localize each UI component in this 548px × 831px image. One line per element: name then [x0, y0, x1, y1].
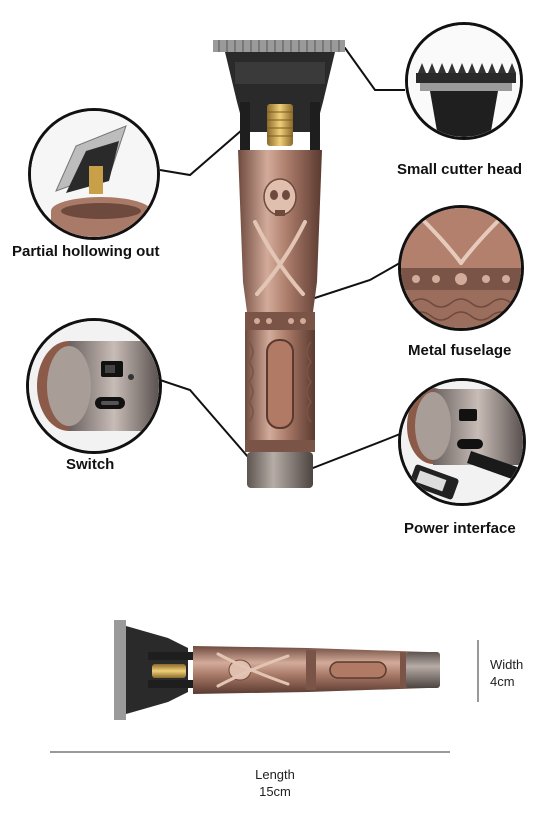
detail-circle-cutter-head — [405, 22, 523, 140]
upper-body — [238, 150, 322, 312]
detail-circle-hollowing — [28, 108, 160, 240]
length-label: Length — [255, 767, 295, 782]
label-fuselage: Metal fuselage — [408, 342, 512, 359]
width-label: Width — [490, 657, 524, 672]
blade-teeth — [213, 40, 345, 52]
end-cap — [247, 452, 313, 488]
detail-circle-switch — [26, 318, 162, 454]
length-value: 15cm — [259, 784, 291, 799]
detail-circle-fuselage — [398, 205, 524, 331]
label-switch: Switch — [66, 456, 115, 473]
detail-circle-power — [398, 378, 526, 506]
width-label-block: Width 4cm — [490, 656, 523, 690]
width-value: 4cm — [490, 674, 515, 689]
trimmer-vertical-illustration — [213, 40, 345, 488]
grip-panel — [266, 339, 294, 429]
usb-cable — [467, 451, 523, 483]
label-power: Power interface — [404, 520, 516, 537]
label-hollowing: Partial hollowing out — [12, 243, 160, 260]
connector-switch — [159, 379, 269, 481]
length-label-block: Length 15cm — [230, 766, 320, 800]
trimmer-horizontal-illustration — [114, 620, 440, 720]
crossed-swords — [253, 220, 307, 296]
label-cutter-head: Small cutter head — [397, 161, 523, 178]
